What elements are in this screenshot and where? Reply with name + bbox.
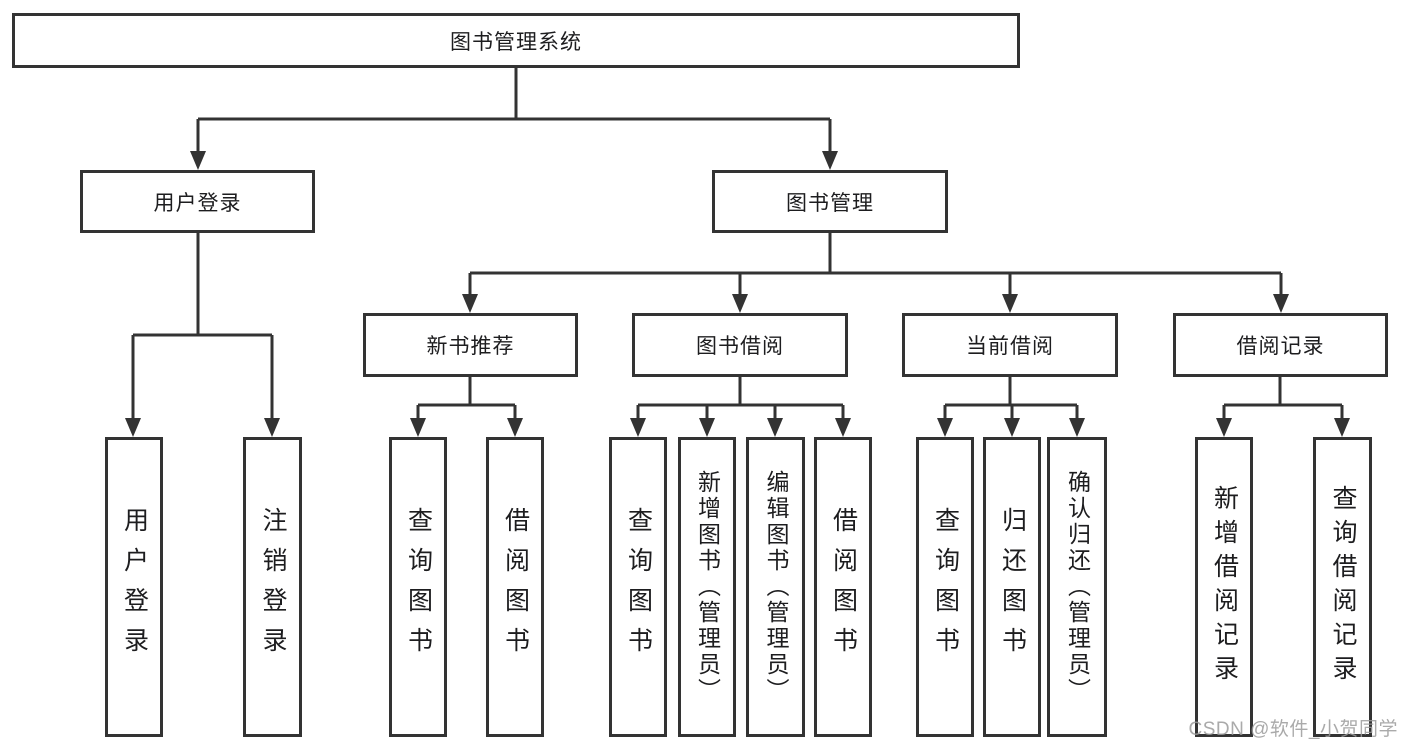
node-label: 编辑图书（管理员） bbox=[763, 470, 789, 704]
node-borrowing-records: 借阅记录 bbox=[1173, 313, 1388, 377]
node-book-borrowing: 图书借阅 bbox=[632, 313, 848, 377]
leaf-borrow-add-books-admin: 新增图书（管理员） bbox=[678, 437, 736, 737]
arrowhead bbox=[822, 151, 838, 170]
node-new-book-recommendation: 新书推荐 bbox=[363, 313, 578, 377]
leaf-borrow-query-books: 查询图书 bbox=[609, 437, 667, 737]
arrowhead bbox=[190, 151, 206, 170]
leaf-rec-query-books: 查询图书 bbox=[389, 437, 447, 737]
leaf-borrow-borrow-books: 借阅图书 bbox=[814, 437, 872, 737]
node-label: 归还图书 bbox=[998, 507, 1027, 667]
node-label: 借阅图书 bbox=[829, 507, 858, 667]
leaf-rec-borrow-books: 借阅图书 bbox=[486, 437, 544, 737]
node-current-borrowing: 当前借阅 bbox=[902, 313, 1118, 377]
node-label: 图书管理 bbox=[786, 191, 874, 215]
leaf-logout: 注销登录 bbox=[243, 437, 302, 737]
node-label: 图书管理系统 bbox=[450, 30, 582, 54]
node-label: 用户登录 bbox=[153, 191, 242, 215]
node-book-management: 图书管理 bbox=[712, 170, 948, 233]
node-label: 新增借阅记录 bbox=[1210, 485, 1239, 689]
leaf-current-query-books: 查询图书 bbox=[916, 437, 974, 737]
node-label: 查询图书 bbox=[404, 507, 433, 667]
node-label: 注销登录 bbox=[259, 507, 287, 667]
node-label: 新增图书（管理员） bbox=[694, 470, 721, 704]
node-label: 借阅图书 bbox=[501, 507, 530, 667]
node-label: 图书借阅 bbox=[696, 335, 784, 358]
leaf-current-return-books: 归还图书 bbox=[983, 437, 1041, 737]
node-label: 用户登录 bbox=[120, 507, 149, 667]
node-label: 查询图书 bbox=[931, 507, 960, 667]
node-label: 查询借阅记录 bbox=[1329, 485, 1357, 689]
leaf-user-login: 用户登录 bbox=[105, 437, 163, 737]
node-label: 当前借阅 bbox=[966, 335, 1054, 358]
leaf-current-confirm-return-admin: 确认归还（管理员） bbox=[1047, 437, 1107, 737]
node-label: 新书推荐 bbox=[426, 335, 515, 358]
leaf-records-add-record: 新增借阅记录 bbox=[1195, 437, 1253, 737]
node-label: 确认归还（管理员） bbox=[1064, 470, 1091, 704]
leaf-records-query-record: 查询借阅记录 bbox=[1313, 437, 1372, 737]
node-label: 借阅记录 bbox=[1236, 335, 1325, 358]
leaf-borrow-edit-books-admin: 编辑图书（管理员） bbox=[746, 437, 805, 737]
csdn-watermark: CSDN @软件_小贺同学 bbox=[1188, 719, 1398, 740]
node-library-system: 图书管理系统 bbox=[12, 13, 1020, 68]
node-user-login: 用户登录 bbox=[80, 170, 315, 233]
node-label: 查询图书 bbox=[624, 507, 653, 667]
